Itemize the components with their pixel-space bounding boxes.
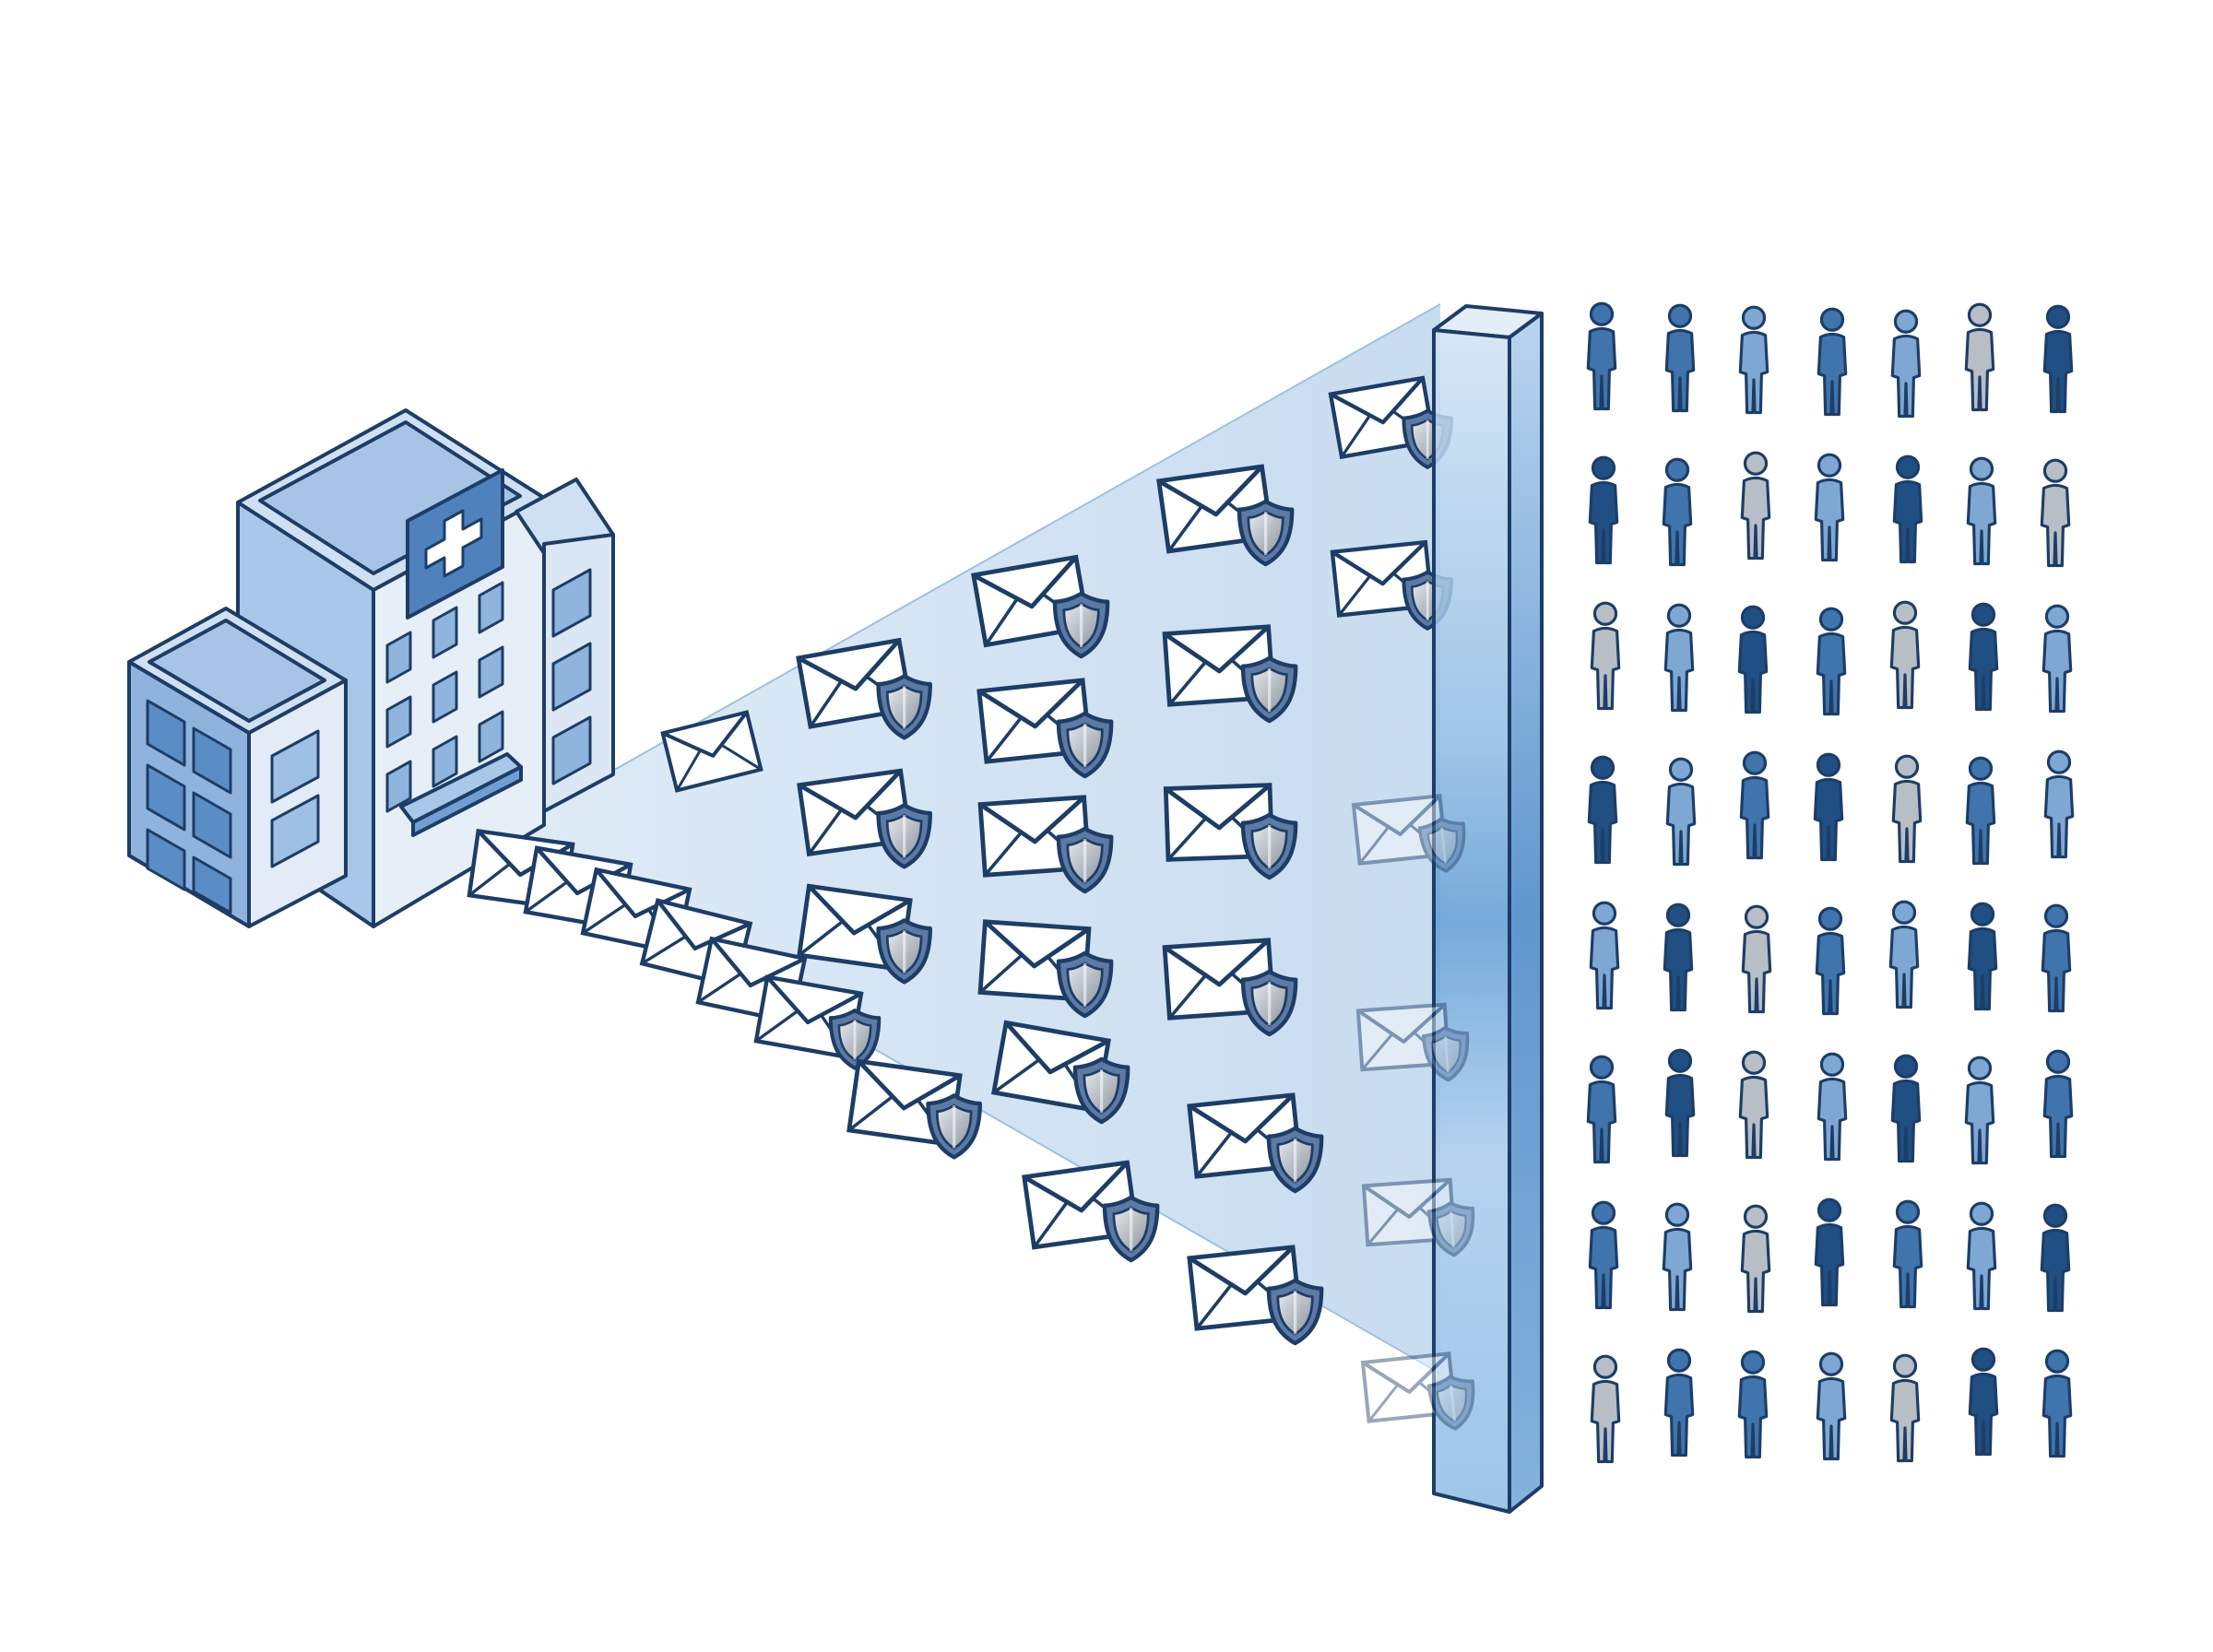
person-icon [1586, 1055, 1617, 1164]
person-icon [1817, 1052, 1848, 1162]
hospital-icon [127, 408, 615, 928]
person-icon [1817, 307, 1848, 417]
person-icon [1738, 305, 1769, 415]
person-icon [1888, 900, 1920, 1009]
person-icon [1663, 603, 1695, 713]
person-icon [2040, 458, 2071, 568]
person-icon [1964, 1056, 1995, 1165]
person-icon [2042, 1049, 2074, 1159]
shield-icon [929, 1095, 980, 1157]
person-icon [1967, 902, 1998, 1011]
barrier-side [1508, 312, 1544, 1514]
person-icon [1664, 303, 1696, 413]
person-icon [1740, 451, 1771, 560]
person-icon [2041, 1349, 2073, 1458]
person-icon [1813, 752, 1844, 862]
person-icon [1663, 903, 1694, 1012]
barrier-front [1432, 328, 1511, 1514]
person-icon [1739, 750, 1770, 860]
person-icon [1590, 601, 1621, 711]
person-icon [1891, 754, 1923, 864]
person-icon [1889, 1353, 1921, 1463]
person-icon [1587, 755, 1618, 865]
medical-cross-icon [424, 509, 483, 578]
person-icon [1889, 600, 1921, 710]
person-icon [1892, 454, 1923, 564]
person-icon [2043, 749, 2075, 859]
person-icon [1664, 1048, 1696, 1158]
person-icon [1590, 1354, 1621, 1464]
person-icon [1816, 607, 1847, 716]
person-icon [1890, 1054, 1922, 1163]
population-grid [1586, 301, 2075, 1464]
person-icon [1965, 756, 1996, 866]
person-icon [1741, 904, 1772, 1014]
person-icon [2042, 304, 2074, 414]
person-icon [1586, 301, 1617, 411]
person-icon [1738, 1050, 1769, 1160]
person-icon [2041, 903, 2072, 1013]
person-icon [1740, 1204, 1771, 1314]
person-icon [2041, 604, 2073, 714]
message-beam [516, 304, 1440, 1374]
hospital-block-windows [146, 699, 320, 914]
person-icon [1662, 457, 1693, 567]
person-icon [1966, 456, 1997, 566]
person-icon [1815, 906, 1846, 1016]
hospital-windows [385, 568, 592, 813]
person-icon [1814, 1198, 1845, 1307]
person-icon [1892, 1199, 1923, 1309]
person-icon [1737, 1350, 1769, 1459]
person-icon [1663, 1348, 1695, 1457]
person-icon [1665, 757, 1697, 867]
person-icon [2040, 1203, 2071, 1313]
person-icon [1968, 1347, 1999, 1457]
person-icon [1814, 453, 1845, 562]
person-icon [1737, 605, 1769, 714]
shield-icon [831, 1010, 879, 1068]
person-icon [1588, 1200, 1619, 1310]
filter-barrier [1432, 304, 1544, 1514]
person-icon [1964, 302, 1995, 412]
person-icon [1968, 602, 1999, 712]
person-icon [1662, 1202, 1693, 1312]
person-icon [1966, 1201, 1997, 1311]
person-icon [1816, 1351, 1847, 1461]
shield-icon [1105, 1198, 1157, 1260]
shield-icon [1269, 1280, 1321, 1343]
person-icon [1589, 901, 1620, 1010]
person-icon [1588, 455, 1619, 565]
person-icon [1890, 309, 1922, 419]
